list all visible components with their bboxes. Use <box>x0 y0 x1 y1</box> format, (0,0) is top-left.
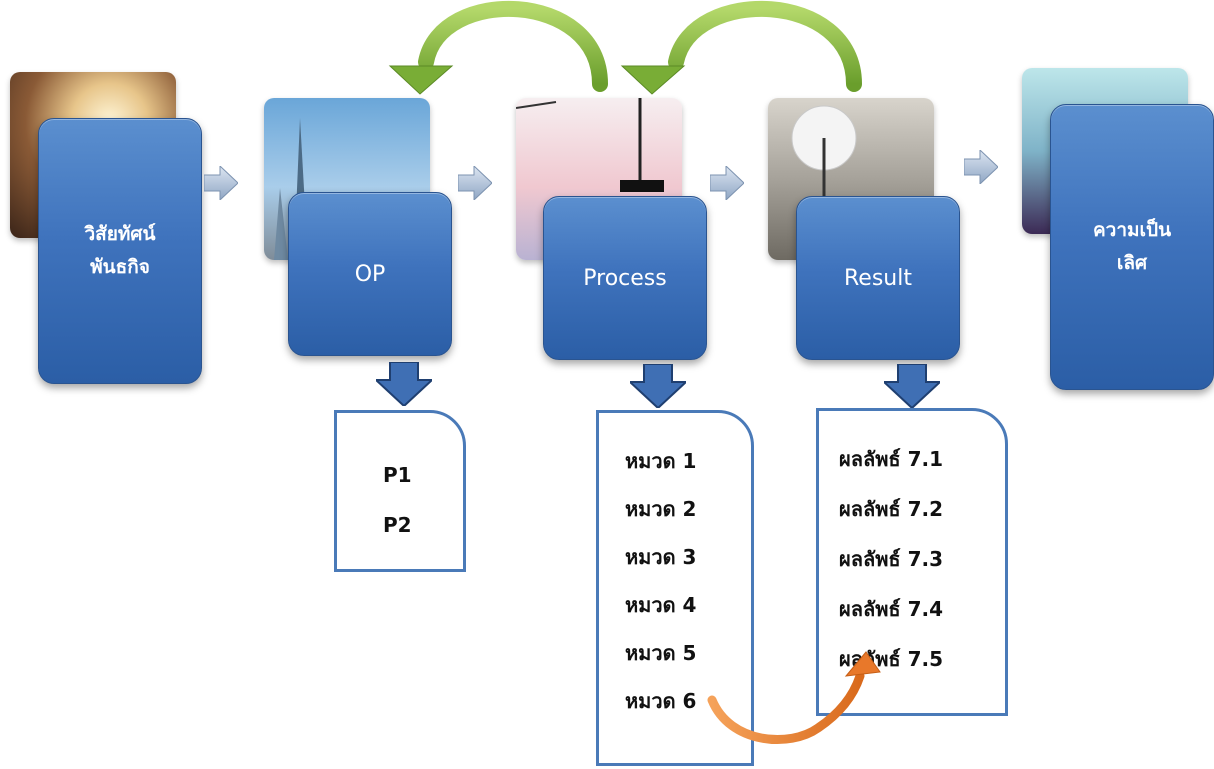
right-arrow-icon <box>964 150 998 184</box>
op-item: P2 <box>383 513 412 537</box>
process-item: หมวด 4 <box>625 593 697 617</box>
result-item: ผลลัพธ์ 7.4 <box>839 597 944 621</box>
down-arrow-icon <box>884 364 940 408</box>
process-item: หมวด 2 <box>625 497 697 521</box>
right-arrow-icon <box>204 166 238 200</box>
right-arrow-icon <box>458 166 492 200</box>
stage-result-box: Result <box>796 196 960 360</box>
process-item: หมวด 5 <box>625 641 697 665</box>
right-arrow-icon <box>710 166 744 200</box>
crane-icon <box>516 98 664 192</box>
result-item: ผลลัพธ์ 7.2 <box>839 497 944 521</box>
op-item: P1 <box>383 463 412 487</box>
result-items-doc: ผลลัพธ์ 7.1 ผลลัพธ์ 7.2 ผลลัพธ์ 7.3 ผลลั… <box>816 408 1008 716</box>
process-item: หมวด 1 <box>625 449 697 473</box>
stage-excellence-box: ความเป็น เลิศ <box>1050 104 1214 390</box>
stage-op-box: OP <box>288 192 452 356</box>
result-item: ผลลัพธ์ 7.3 <box>839 547 944 571</box>
op-items-doc: P1 P2 <box>334 410 466 572</box>
feedback-arrow-icon <box>388 0 608 95</box>
process-items-doc: หมวด 1 หมวด 2 หมวด 3 หมวด 4 หมวด 5 หมวด … <box>596 410 754 766</box>
result-item: ผลลัพธ์ 7.1 <box>839 447 944 471</box>
feedback-arrow-icon <box>620 0 862 95</box>
down-arrow-icon <box>376 362 432 406</box>
stage-vision-box: วิสัยทัศน์ พันธกิจ <box>38 118 202 384</box>
process-item: หมวด 6 <box>625 689 697 713</box>
down-arrow-icon <box>630 364 686 408</box>
process-item: หมวด 3 <box>625 545 697 569</box>
stage-process-box: Process <box>543 196 707 360</box>
link-arrow-icon <box>707 651 881 744</box>
